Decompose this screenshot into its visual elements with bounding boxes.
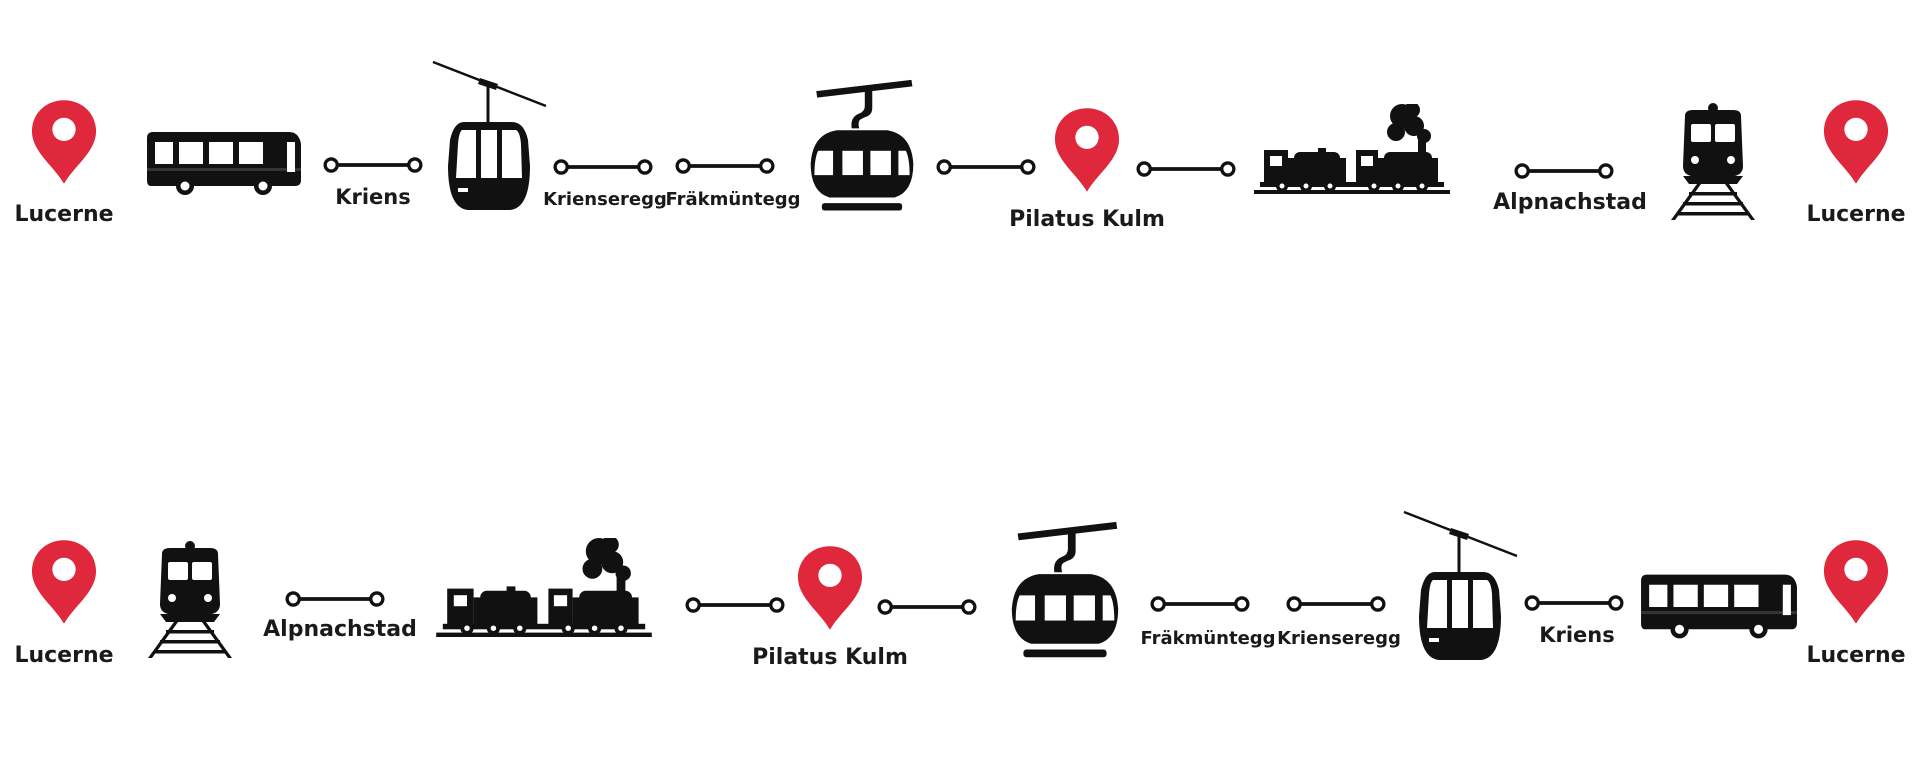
bus-icon (1637, 570, 1799, 642)
stop-label-alpnachstad: Alpnachstad (1493, 190, 1647, 215)
location-pin-icon (1053, 104, 1121, 196)
aerial-gondola-icon (1398, 510, 1520, 670)
route-connector (1513, 160, 1615, 182)
route-connector (935, 156, 1037, 178)
route-connector (322, 154, 424, 176)
stop-label-krienseregg: Krienseregg (1277, 628, 1401, 649)
route-connector (684, 594, 786, 616)
route-connector (1523, 592, 1625, 614)
location-pin-icon (1822, 98, 1890, 186)
stop-label-lucerne: Lucerne (14, 643, 114, 668)
route-connector (674, 155, 776, 177)
cogwheel-train-icon (425, 538, 663, 648)
location-pin-icon (796, 542, 864, 634)
stop-label-kriens: Kriens (335, 185, 411, 209)
location-pin-icon (30, 538, 98, 626)
cogwheel-train-icon (1252, 104, 1452, 204)
stop-label-lucerne: Lucerne (14, 202, 114, 227)
cable-car-icon (1000, 520, 1130, 665)
route-connector (1285, 593, 1387, 615)
stop-label-frakmuntegg: Fräkmüntegg (1140, 628, 1276, 649)
stop-label-pilatus-kulm: Pilatus Kulm (1009, 207, 1165, 232)
stop-label-pilatus-kulm: Pilatus Kulm (752, 645, 908, 670)
cable-car-icon (797, 78, 927, 218)
route-connector (1135, 158, 1237, 180)
aerial-gondola-icon (428, 60, 548, 220)
route-connector (284, 588, 386, 610)
stop-label-lucerne: Lucerne (1806, 202, 1906, 227)
stop-label-kriens: Kriens (1539, 623, 1615, 647)
train-icon (140, 540, 240, 660)
route-connector (876, 596, 978, 618)
route-connector (552, 156, 654, 178)
bus-icon (143, 128, 303, 198)
stop-label-frakmuntegg: Fräkmüntegg (665, 189, 801, 210)
location-pin-icon (1822, 538, 1890, 626)
stop-label-krienseregg: Krienseregg (543, 189, 667, 210)
stop-label-lucerne: Lucerne (1806, 643, 1906, 668)
route-connector (1149, 593, 1251, 615)
location-pin-icon (30, 98, 98, 186)
train-icon (1663, 102, 1763, 222)
stop-label-alpnachstad: Alpnachstad (263, 617, 417, 642)
